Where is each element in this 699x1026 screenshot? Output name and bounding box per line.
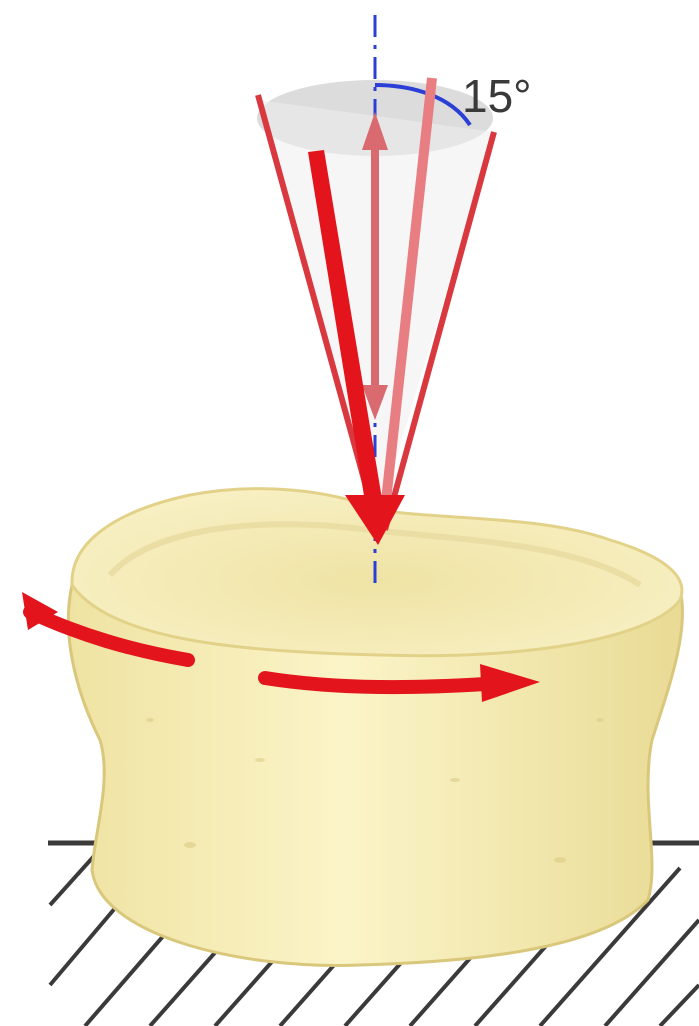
vertebral-body [68, 489, 682, 966]
angle-label: 15° [462, 70, 532, 122]
